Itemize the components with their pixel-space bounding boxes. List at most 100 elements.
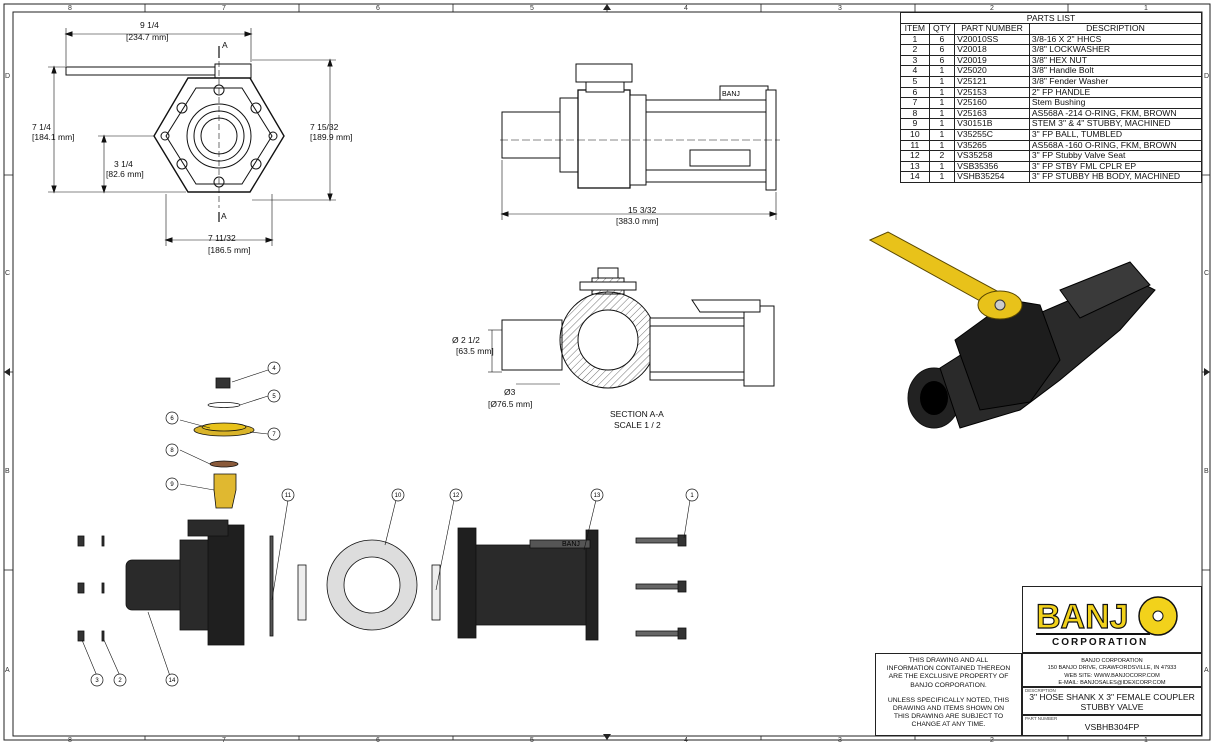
callout-1: 1 xyxy=(690,493,694,499)
dim-flange-height: 7 15/32 xyxy=(310,122,339,132)
item-cell: 8 xyxy=(900,107,930,120)
front-view xyxy=(48,28,336,246)
section-marker-bottom: A xyxy=(221,211,227,221)
description-cell: 3/8-16 X 2" HHCS xyxy=(1028,33,1203,46)
callout-13: 13 xyxy=(594,493,601,499)
zone-2-bottom: 2 xyxy=(990,737,994,744)
part-number-cell: PART NUMBER VSBHB304FP xyxy=(1022,715,1202,736)
callout-2: 2 xyxy=(118,678,122,684)
frame-zone-numbers: 8 7 6 5 4 3 2 1 8 7 6 5 4 3 2 1 D C B A … xyxy=(4,4,1210,744)
item-cell: 4 xyxy=(900,65,930,77)
dim-flange-width-mm: [186.5 mm] xyxy=(208,245,251,255)
zone-b: B xyxy=(5,468,10,475)
item-cell: 9 xyxy=(900,118,930,130)
zone-4-bottom: 4 xyxy=(684,737,688,744)
description-cell: 3/8" LOCKWASHER xyxy=(1028,44,1203,56)
description-line-1: 3" HOSE SHANK X 3" FEMALE COUPLER xyxy=(1029,692,1195,702)
company-website: WEB SITE: WWW.BANJOCORP.COM xyxy=(1064,672,1160,679)
item-cell: 2 xyxy=(900,44,930,56)
callout-4: 4 xyxy=(272,366,276,372)
dim-outer: Ø3 xyxy=(504,387,516,397)
logo-box xyxy=(1022,586,1202,653)
description-cell: STEM 3" & 4" STUBBY, MACHINED xyxy=(1028,118,1203,130)
item-cell: 1 xyxy=(900,33,930,46)
qty-cell: 6 xyxy=(928,44,956,56)
part-number-cell: V20019 xyxy=(954,54,1030,67)
section-marker-top: A xyxy=(222,40,228,50)
item-cell: 7 xyxy=(900,97,930,109)
qty-cell: 1 xyxy=(928,171,956,183)
description-cell: AS568A -160 O-RING, FKM, BROWN xyxy=(1028,139,1203,152)
zone-5: 5 xyxy=(530,5,534,12)
description-cell: 3" FP BALL, TUMBLED xyxy=(1028,128,1203,141)
proprietary-notice: THIS DRAWING AND ALL INFORMATION CONTAIN… xyxy=(875,653,1022,736)
description-cell: 3" FP STUBBY HB BODY, MACHINED xyxy=(1028,171,1203,183)
part-number-value: VSBHB304FP xyxy=(1084,722,1140,732)
part-number-cell: VSB35356 xyxy=(954,160,1030,173)
dim-height-mm: [184.1 mm] xyxy=(32,132,75,142)
part-number-label: PART NUMBER xyxy=(1025,716,1058,721)
company-address: 150 BANJO DRIVE, CRAWFORDSVILLE, IN 4793… xyxy=(1047,665,1177,672)
callout-3: 3 xyxy=(95,678,99,684)
qty-cell: 2 xyxy=(928,150,956,162)
dim-length: 15 3/32 xyxy=(628,205,657,215)
qty-cell: 1 xyxy=(928,97,956,109)
part-number-cell: V25163 xyxy=(954,107,1030,120)
coupler-banjo-mark: BANJ xyxy=(562,541,580,548)
description-cell: 3" FP STBY FML CPLR EP xyxy=(1028,160,1203,173)
qty-cell: 1 xyxy=(928,65,956,77)
dim-flange-width: 7 11/32 xyxy=(208,233,236,243)
prop-line-1: THIS DRAWING AND ALL xyxy=(908,657,989,664)
part-number-cell: V20018 xyxy=(954,44,1030,56)
col-description: DESCRIPTION xyxy=(1028,23,1203,35)
description-label: DESCRIPTION xyxy=(1025,688,1056,693)
parts-list-header: ITEM QTY PART NUMBER DESCRIPTION xyxy=(900,23,1203,35)
zone-a: A xyxy=(5,667,10,674)
zone-a-right: A xyxy=(1204,667,1209,674)
item-cell: 14 xyxy=(900,171,930,183)
title-block: THIS DRAWING AND ALL INFORMATION CONTAIN… xyxy=(875,653,1202,736)
qty-cell: 1 xyxy=(928,118,956,130)
company-name: BANJO CORPORATION xyxy=(1081,658,1143,664)
qty-cell: 1 xyxy=(928,160,956,173)
banjo-logo: BANJ CORPORATION xyxy=(1035,596,1178,648)
part-number-cell: VSHB35254 xyxy=(954,171,1030,183)
section-title: SECTION A-A xyxy=(610,409,664,419)
description-cell: AS568A -214 O-RING, FKM, BROWN xyxy=(1028,107,1203,120)
prop-line-3: ARE THE EXCLUSIVE PROPERTY OF xyxy=(888,673,1009,681)
col-part-number: PART NUMBER xyxy=(954,23,1030,35)
zone-8: 8 xyxy=(68,5,72,12)
part-number-cell: V20010SS xyxy=(954,33,1030,46)
description-cell: Stem Bushing xyxy=(1028,97,1203,109)
zone-7-bottom: 7 xyxy=(222,737,226,744)
description-line-2: STUBBY VALVE xyxy=(1080,701,1144,712)
zone-4: 4 xyxy=(684,5,688,12)
qty-cell: 1 xyxy=(928,75,956,88)
prop-line-4: BANJO CORPORATION. xyxy=(910,681,987,689)
callout-8: 8 xyxy=(170,448,174,454)
notice-line-2: DRAWING AND ITEMS SHOWN ON xyxy=(892,705,1005,713)
part-number-cell: V35255C xyxy=(954,128,1030,141)
dim-center-height-mm: [82.6 mm] xyxy=(106,169,144,179)
zone-c: C xyxy=(5,270,10,277)
description-cell: 3/8" Fender Washer xyxy=(1028,75,1203,88)
qty-cell: 1 xyxy=(928,139,956,152)
side-view xyxy=(500,63,780,220)
description-cell: 2" FP HANDLE xyxy=(1028,86,1203,99)
zone-1-bottom: 1 xyxy=(1144,737,1148,744)
part-number-cell: V25020 xyxy=(954,65,1030,77)
dim-length-mm: [383.0 mm] xyxy=(616,216,659,226)
qty-cell: 6 xyxy=(928,33,956,46)
callouts xyxy=(90,361,699,687)
parts-list-table: PARTS LIST ITEM QTY PART NUMBER DESCRIPT… xyxy=(900,12,1203,183)
item-cell: 13 xyxy=(900,160,930,173)
part-number-cell: V35265 xyxy=(954,139,1030,152)
item-cell: 5 xyxy=(900,75,930,88)
